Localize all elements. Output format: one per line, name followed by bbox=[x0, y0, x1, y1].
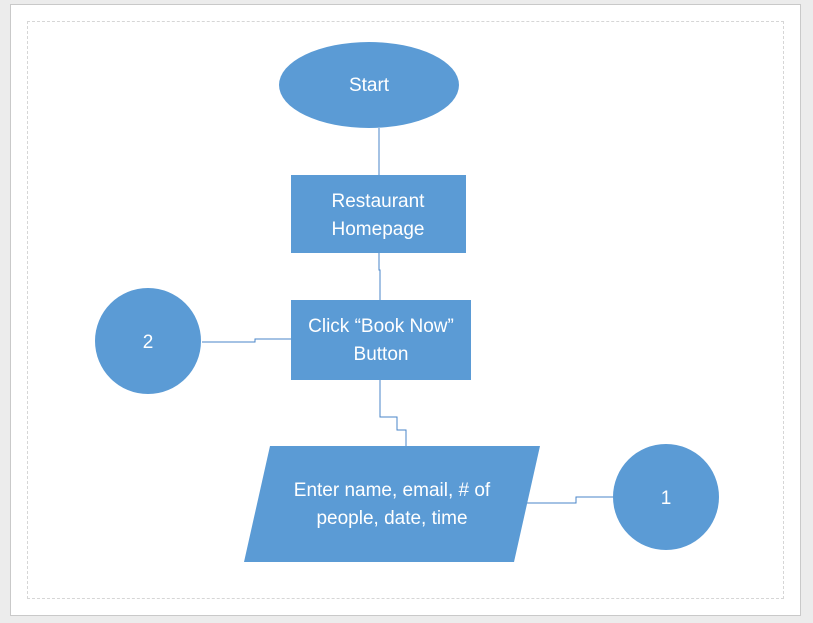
start-terminator: Start bbox=[279, 42, 459, 128]
enter-details-label-line1: Enter name, email, # of bbox=[294, 480, 491, 501]
book-now-label-line1: Click “Book Now” bbox=[308, 316, 454, 337]
homepage-process-box: Restaurant Homepage bbox=[291, 175, 466, 253]
connector-enter-details-to-circle-1 bbox=[526, 496, 614, 504]
connector-circle-1-label: 1 bbox=[661, 488, 672, 509]
book-now-label-line2: Button bbox=[354, 344, 409, 365]
enter-details-data-shape: Enter name, email, # of people, date, ti… bbox=[244, 446, 540, 562]
connector-circle-2: 2 bbox=[95, 288, 201, 394]
connector-circle-1: 1 bbox=[613, 444, 719, 550]
page-margin-guide bbox=[27, 21, 784, 599]
connector-homepage-to-book-now bbox=[378, 253, 381, 300]
homepage-label-line1: Restaurant bbox=[332, 191, 426, 212]
enter-details-label-line2: people, date, time bbox=[316, 508, 467, 529]
connector-circle-2-to-book-now bbox=[202, 338, 291, 343]
connector-book-now-to-enter-details bbox=[379, 380, 407, 446]
connector-circle-2-label: 2 bbox=[143, 332, 154, 353]
homepage-label-line2: Homepage bbox=[332, 219, 425, 240]
book-now-process-box: Click “Book Now” Button bbox=[291, 300, 471, 380]
start-label: Start bbox=[349, 75, 390, 96]
